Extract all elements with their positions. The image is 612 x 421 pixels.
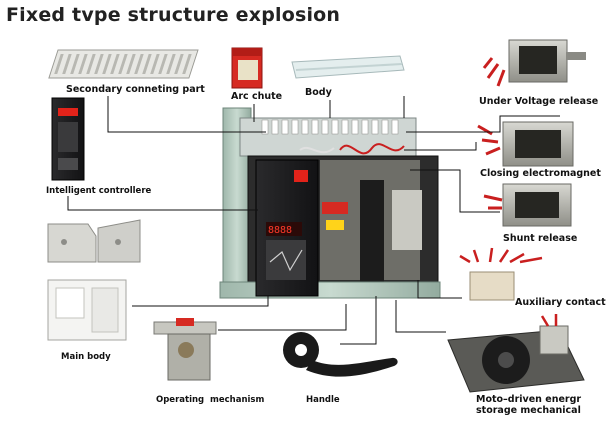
svg-text:8888: 8888 <box>268 225 292 236</box>
diagram-title: Fixed tvpe structure explosion <box>6 4 341 26</box>
label-auxiliary-contact: Auxiliary contact <box>515 297 606 308</box>
side-plates-part <box>47 219 141 263</box>
handle-part <box>283 332 398 377</box>
intelligent-controller-part <box>51 97 85 181</box>
under-voltage-release-part <box>482 39 586 87</box>
main-body-part <box>47 279 127 341</box>
auxiliary-contact-part <box>459 247 543 301</box>
label-arc-chute: Arc chute <box>231 91 283 102</box>
secondary-connecting-part <box>48 49 199 79</box>
shunt-release-part <box>483 183 572 227</box>
label-under-voltage-release: Under Voltage release <box>479 96 599 107</box>
label-motor-driven-2: storage mechanical <box>476 405 581 416</box>
operating-mechanism-part <box>153 318 217 381</box>
label-handle: Handle <box>306 395 340 405</box>
body-cover-part <box>291 55 405 79</box>
label-intelligent-controller: Intelligent controllere <box>46 186 152 196</box>
motor-driven-mechanism-part <box>447 314 585 393</box>
label-operating: Operating <box>156 395 205 405</box>
breaker-assembly: 8888 <box>219 107 441 299</box>
label-main-body: Main body <box>61 352 111 362</box>
leader-lines <box>67 96 560 345</box>
label-closing-electromagnet: Closing electromagnet <box>480 168 601 179</box>
arc-chute-part <box>231 47 263 89</box>
label-mechanism: mechanism <box>210 395 265 405</box>
label-body: Body <box>305 87 332 98</box>
label-shunt-release: Shunt release <box>503 233 578 244</box>
label-motor-driven-1: Moto–driven energr <box>476 394 582 405</box>
closing-electromagnet-part <box>477 121 574 167</box>
label-secondary-connecting-part: Secondary conneting part <box>66 84 205 95</box>
